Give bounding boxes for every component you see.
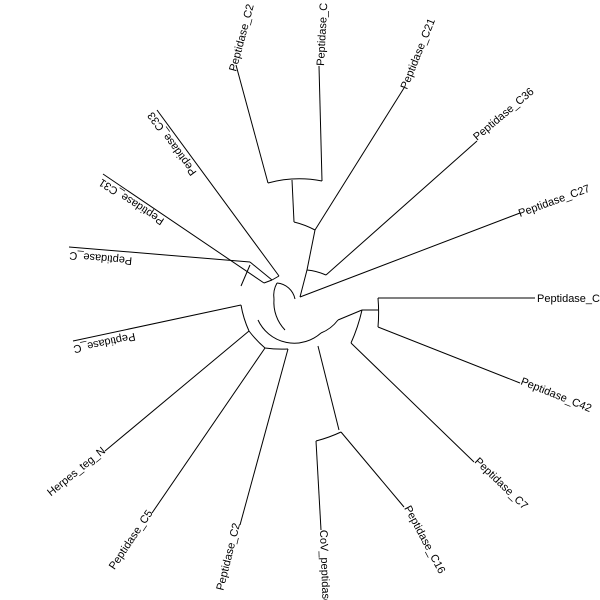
leaf-label: Peptidase_C42 <box>519 376 593 415</box>
branch <box>156 109 280 277</box>
branch <box>314 87 405 231</box>
leaf-label: Peptidase_C <box>315 3 330 67</box>
leaf-label: Peptidase_C36 <box>471 86 536 144</box>
branch <box>104 330 250 452</box>
branch <box>240 304 250 332</box>
leaf-label: Peptidase_C27 <box>517 183 592 220</box>
branch <box>240 264 251 287</box>
leaf-label: Peptidase_C21 <box>399 17 438 91</box>
leaf-label: Peptidase_C31 <box>97 176 167 227</box>
branch <box>291 179 295 223</box>
leaf-label: Peptidase_C33 <box>145 110 199 178</box>
branch <box>350 309 363 344</box>
branch <box>276 282 296 300</box>
leaf-label: Herpes_teg_N <box>45 445 108 499</box>
branch <box>72 304 242 342</box>
branch <box>306 269 327 276</box>
leaf-label: Peptidase_C <box>72 330 136 355</box>
branch <box>68 246 251 263</box>
leaf-labels: Peptidase_C26 Peptidase_C42 Peptidase_C7… <box>45 3 600 600</box>
branch <box>315 440 322 531</box>
branch <box>306 229 316 271</box>
branch <box>248 330 266 349</box>
branch <box>257 319 322 344</box>
branch <box>239 348 289 526</box>
branch <box>377 326 521 384</box>
leaf-label: Peptidase_C2 <box>215 522 243 592</box>
branch <box>320 319 339 334</box>
branch <box>273 298 286 331</box>
branch <box>271 275 280 281</box>
branch <box>299 269 308 298</box>
branch <box>315 431 342 442</box>
branch <box>267 178 323 184</box>
leaf-label: Peptidase_C26 <box>537 293 600 305</box>
branch <box>325 140 478 276</box>
branch <box>273 282 278 300</box>
branch <box>350 342 475 463</box>
branch <box>264 347 289 350</box>
leaf-label: Peptidase_C2 <box>227 3 256 73</box>
leaf-label: Peptidase_C <box>69 249 133 266</box>
branch <box>102 173 265 284</box>
branch <box>249 261 273 281</box>
leaf-label: Peptidase_C5 <box>107 508 156 572</box>
leaf-label: Peptidase_C16 <box>401 504 447 576</box>
branch <box>235 64 269 184</box>
branch <box>299 212 521 298</box>
branch <box>263 279 273 284</box>
branch <box>340 431 405 508</box>
branch <box>293 221 316 231</box>
leaf-label: Peptidase_C7 <box>472 456 530 513</box>
branch <box>377 297 380 328</box>
branch <box>317 345 340 431</box>
branch <box>151 347 266 514</box>
leaf-label: CoV_peptidase <box>317 530 332 600</box>
branch <box>318 65 323 182</box>
tree-branches <box>68 64 535 531</box>
branch <box>337 309 363 321</box>
